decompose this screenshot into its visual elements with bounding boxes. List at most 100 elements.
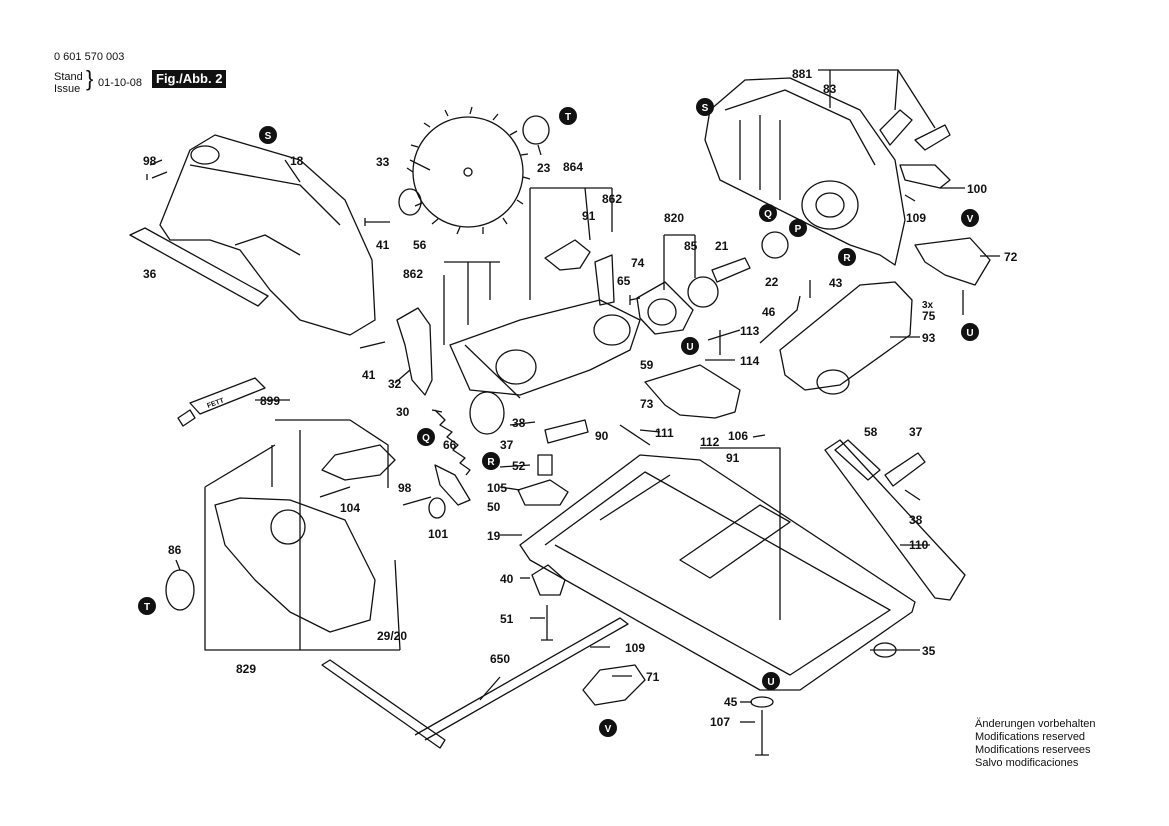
marker-q-left: Q (417, 428, 435, 446)
base-plate-19 (519, 454, 916, 691)
label-3x: 3x (922, 300, 934, 311)
label-19: 19 (487, 529, 501, 543)
label-41a: 41 (376, 238, 390, 252)
screw-98a (146, 171, 168, 180)
svg-text:S: S (265, 131, 272, 142)
bracket-73 (644, 364, 741, 419)
label-862a: 862 (602, 192, 622, 206)
bevel-plate (449, 299, 641, 396)
label-104: 104 (340, 501, 360, 515)
screw-41a (364, 218, 390, 226)
parallel-guide-650 (321, 617, 629, 749)
svg-text:T: T (565, 112, 571, 123)
label-90: 90 (595, 429, 609, 443)
bracket-72 (914, 237, 991, 286)
svg-text:U: U (686, 342, 693, 353)
label-33: 33 (376, 155, 390, 169)
spring-30 (434, 409, 471, 476)
note-es: Salvo modificaciones (975, 757, 1079, 769)
marker-v-right: V (961, 209, 979, 227)
screw-104 (319, 486, 351, 498)
screw-51 (541, 605, 553, 641)
label-30: 30 (396, 405, 410, 419)
label-112: 112 (700, 435, 720, 449)
note-de: Änderungen vorbehalten (975, 718, 1096, 730)
label-105: 105 (487, 481, 507, 495)
label-98b: 98 (398, 481, 412, 495)
svg-text:Q: Q (422, 433, 430, 444)
label-18: 18 (290, 154, 304, 168)
label-100: 100 (967, 182, 987, 196)
circlip-86 (165, 569, 195, 611)
label-37a: 37 (500, 438, 514, 452)
issue-label: Issue (54, 83, 81, 95)
flange-56 (398, 188, 422, 216)
label-56: 56 (413, 238, 427, 252)
modification-notes: Änderungen vorbehalten Modifications res… (975, 718, 1095, 770)
riving-knife-32 (396, 307, 433, 396)
label-59: 59 (640, 358, 654, 372)
screw-98b (402, 496, 432, 506)
svg-text:V: V (967, 214, 974, 225)
label-50: 50 (487, 500, 501, 514)
svg-text:U: U (966, 328, 973, 339)
screw-41b (359, 341, 386, 349)
label-111: 111 (655, 426, 674, 440)
lever-37b (884, 452, 926, 487)
label-21: 21 (715, 239, 729, 253)
spacer-52 (537, 454, 553, 476)
label-73: 73 (640, 397, 654, 411)
label-829: 829 (236, 662, 256, 676)
label-22: 22 (765, 275, 779, 289)
lever-37a (544, 419, 589, 444)
label-107: 107 (710, 715, 730, 729)
svg-text:T: T (144, 602, 150, 613)
label-38b: 38 (909, 513, 923, 527)
motor-housing (704, 77, 906, 266)
washer-45 (750, 696, 774, 708)
marker-s-right: S (696, 98, 714, 116)
part-number: 0 601 570 003 (54, 51, 125, 63)
marker-t-top: T (559, 107, 577, 125)
label-40: 40 (500, 572, 514, 586)
label-109b: 109 (625, 641, 645, 655)
label-109a: 109 (906, 211, 926, 225)
label-71: 71 (646, 670, 660, 684)
lever-50 (434, 464, 471, 506)
issue-date: 01-10-08 (98, 77, 143, 89)
label-91b: 91 (726, 451, 740, 465)
switch-knob (914, 124, 951, 151)
lever-100 (899, 164, 951, 189)
label-93: 93 (922, 331, 936, 345)
spindle-21 (711, 257, 751, 283)
bearing-flange-820 (636, 276, 719, 335)
figure-badge: Fig./Abb. 2 (152, 70, 227, 88)
label-86: 86 (168, 543, 182, 557)
rail-110 (824, 439, 966, 601)
label-91a: 91 (582, 209, 596, 223)
label-74: 74 (631, 256, 645, 270)
marker-r-left: R (482, 452, 500, 470)
marker-u-mid: U (681, 337, 699, 355)
grease-tube-899 (177, 377, 266, 427)
marker-p: P (789, 219, 807, 237)
label-101: 101 (428, 527, 448, 541)
svg-text:S: S (702, 103, 709, 114)
label-83: 83 (823, 82, 837, 96)
chip-ejector-93 (779, 281, 913, 391)
marker-r-right: R (838, 248, 856, 266)
label-899: 899 (260, 394, 280, 408)
label-51: 51 (500, 612, 514, 626)
marker-v-bottom: V (599, 719, 617, 737)
saw-blade (406, 106, 531, 235)
label-29-20: 29/20 (377, 629, 407, 643)
svg-text:R: R (843, 253, 851, 264)
label-45: 45 (724, 695, 738, 709)
knob-105 (517, 479, 569, 506)
flange-23 (522, 115, 550, 145)
marker-t-left: T (138, 597, 156, 615)
marker-u-bottom: U (762, 672, 780, 690)
label-113: 113 (740, 324, 760, 338)
wedge-strip (129, 227, 269, 307)
